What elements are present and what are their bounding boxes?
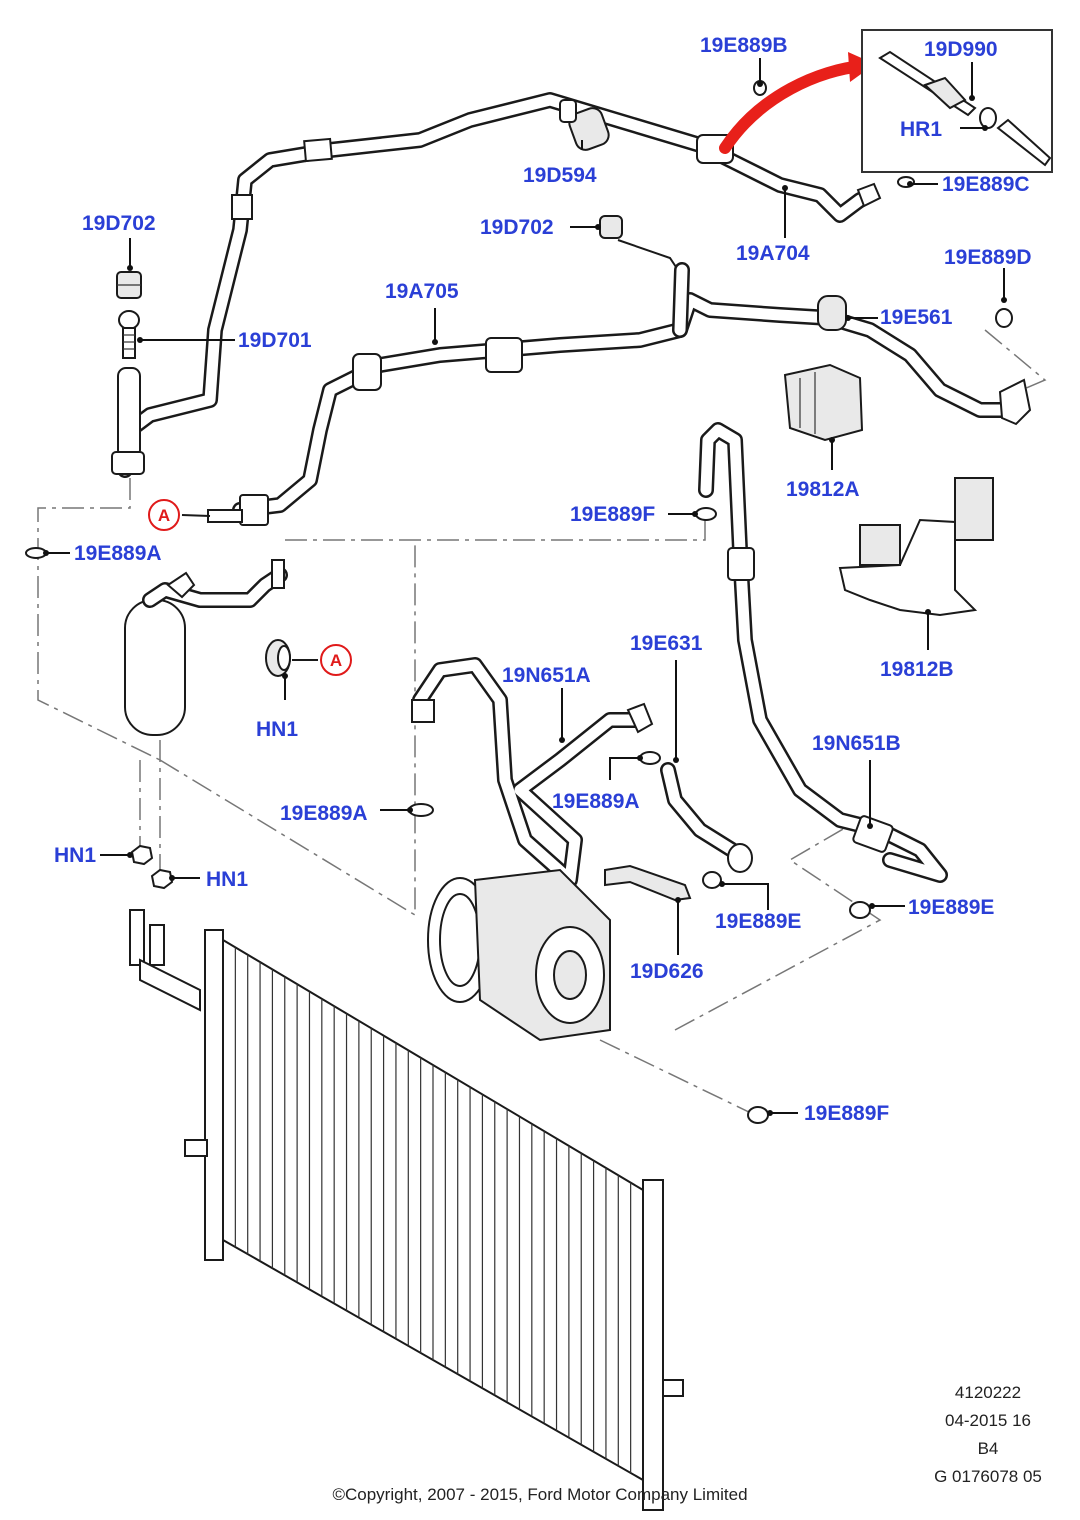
leader-lines — [43, 58, 1007, 1116]
callout-a-upper: A — [148, 499, 180, 531]
bracket-19812B — [838, 477, 994, 617]
label-19E889B: 19E889B — [700, 34, 788, 57]
copyright: ©Copyright, 2007 - 2015, Ford Motor Comp… — [332, 1485, 747, 1504]
condenser-fins — [234, 947, 632, 1473]
drawing-reference: 4120222 04-2015 16 B4 G 0176078 05 — [934, 1383, 1042, 1486]
label-19N651B: 19N651B — [812, 732, 901, 755]
label-19E889F-bottom: 19E889F — [804, 1102, 889, 1125]
pipe-19N651A — [411, 657, 654, 888]
label-19N651A: 19N651A — [502, 664, 591, 687]
label-HN1-drier: HN1 — [256, 718, 298, 741]
pipe-19N651B — [698, 422, 948, 883]
bracket-19D626 — [604, 864, 692, 902]
label-19E889A-mid: 19E889A — [280, 802, 368, 825]
valve-cap-19D702-mid — [599, 215, 679, 271]
label-19D702-mid: 19D702 — [480, 216, 554, 239]
label-19E889D: 19E889D — [944, 246, 1032, 269]
label-19E889A-left: 19E889A — [74, 542, 162, 565]
ref-line-4: G 0176078 05 — [934, 1467, 1042, 1486]
condenser — [129, 909, 684, 1511]
service-cap-19E561 — [817, 295, 847, 331]
label-HN1-left: HN1 — [54, 844, 96, 867]
pipe-19A704 — [117, 92, 882, 478]
pressure-switch-19D594 — [559, 99, 610, 151]
callout-a-upper-text: A — [158, 506, 170, 525]
label-19E889E-center: 19E889E — [715, 910, 801, 933]
label-19812B: 19812B — [880, 658, 954, 681]
compressor — [427, 868, 611, 1042]
service-port-stem — [111, 367, 145, 475]
label-19812A: 19812A — [786, 478, 860, 501]
callout-a-lower-text: A — [330, 651, 342, 670]
detail-box — [861, 29, 1053, 173]
pipe-19A705 — [207, 262, 1032, 526]
seal-HN1-drier — [265, 639, 291, 677]
callout-a-lower: A — [320, 644, 352, 676]
sensor-19812A — [783, 363, 864, 442]
label-19D701: 19D701 — [238, 329, 312, 352]
ref-line-1: 4120222 — [955, 1383, 1021, 1402]
label-HR1: HR1 — [900, 118, 942, 141]
label-19A705: 19A705 — [385, 280, 459, 303]
label-19E561: 19E561 — [880, 306, 953, 329]
ref-line-2: 04-2015 16 — [945, 1411, 1031, 1430]
label-19E631: 19E631 — [630, 632, 703, 655]
pipe-19E631 — [660, 762, 753, 873]
label-19A704: 19A704 — [736, 242, 810, 265]
label-19E889F-top: 19E889F — [570, 503, 655, 526]
label-19D990: 19D990 — [924, 38, 998, 61]
label-19E889A-center: 19E889A — [552, 790, 640, 813]
label-19D702-left: 19D702 — [82, 212, 156, 235]
receiver-drier — [124, 559, 288, 736]
label-19D594: 19D594 — [523, 164, 597, 187]
valve-cap-19D702-left — [116, 271, 142, 299]
detail-arrow — [719, 52, 875, 154]
label-19D626: 19D626 — [630, 960, 704, 983]
label-19E889E-right: 19E889E — [908, 896, 994, 919]
valve-core-19D701 — [118, 310, 140, 359]
label-19E889C: 19E889C — [942, 173, 1030, 196]
label-HN1-right: HN1 — [206, 868, 248, 891]
ref-line-3: B4 — [978, 1439, 999, 1458]
nuts-HN1 — [130, 844, 174, 890]
